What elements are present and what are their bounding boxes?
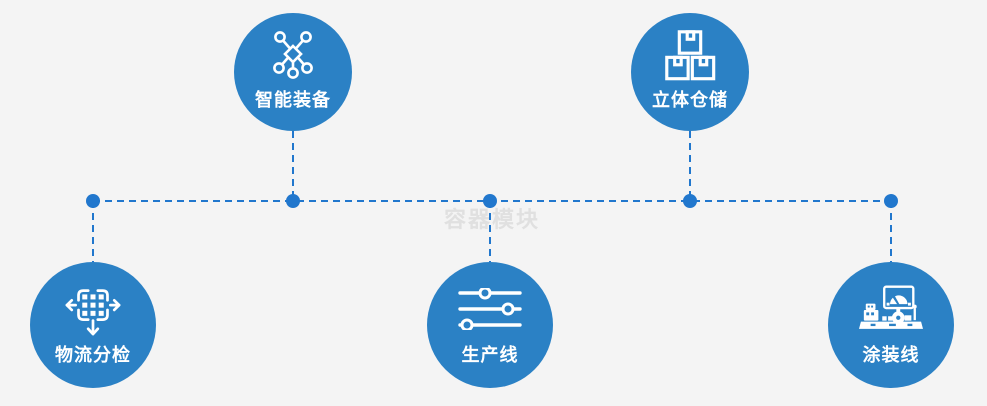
node-label: 涂装线 <box>862 345 920 366</box>
icon-box <box>859 281 923 337</box>
icon-box <box>270 28 316 82</box>
node-logistics-sorting: 物流分检 <box>30 262 156 388</box>
network-nodes-icon <box>273 31 313 79</box>
junction-dot <box>483 194 497 208</box>
node-painting-line: 涂装线 <box>828 262 954 388</box>
node-label: 生产线 <box>461 345 519 366</box>
junction-dot <box>884 194 898 208</box>
sort-dispatch-icon <box>65 289 121 336</box>
node-smart-equipment: 智能装备 <box>234 13 352 131</box>
node-stereo-warehouse: 立体仓储 <box>631 13 749 131</box>
junction-dot <box>683 194 697 208</box>
stacked-boxes-icon <box>665 29 716 80</box>
control-station-icon <box>859 285 923 329</box>
junction-dot <box>86 194 100 208</box>
node-label: 立体仓储 <box>652 90 728 111</box>
icon-box <box>458 281 522 337</box>
node-production-line: 生产线 <box>427 262 553 388</box>
icon-box <box>664 28 716 82</box>
node-label: 物流分检 <box>55 345 131 366</box>
icon-box <box>64 281 122 337</box>
node-label: 智能装备 <box>255 90 331 111</box>
junction-dot <box>286 194 300 208</box>
watermark: 容器模块 <box>444 208 541 233</box>
sliders-icon <box>458 288 522 330</box>
